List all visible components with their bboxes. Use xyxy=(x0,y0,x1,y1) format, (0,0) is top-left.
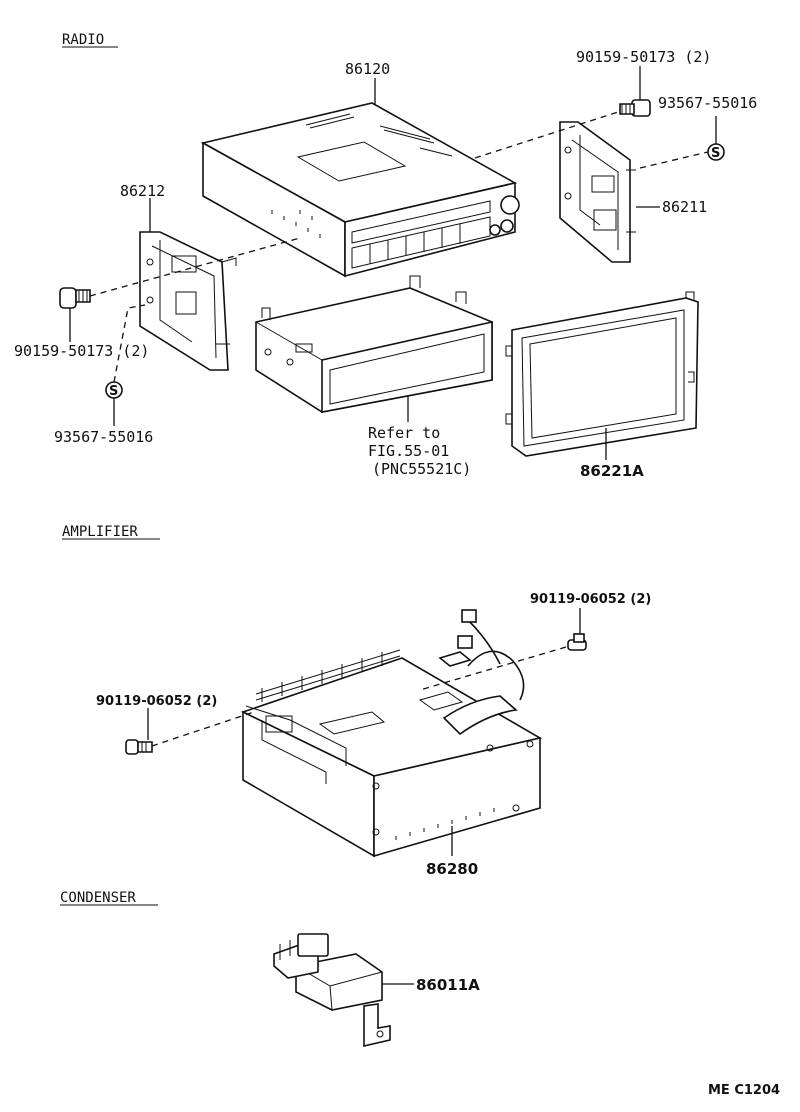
label-86011A: 86011A xyxy=(416,976,480,994)
refer-line-2: FIG.55-01 xyxy=(368,442,449,460)
dash-screw-to-amp-right xyxy=(419,646,567,691)
label-90159-left: 90159-50173 (2) xyxy=(14,342,149,360)
label-93567-top: 93567-55016 xyxy=(658,94,757,112)
label-90159-top: 90159-50173 (2) xyxy=(576,48,711,66)
label-86120: 86120 xyxy=(345,60,390,78)
washer-mark-left: S xyxy=(109,384,118,399)
screw-90119-left xyxy=(125,739,153,755)
pocket-tray xyxy=(255,275,493,413)
label-93567-left: 93567-55016 xyxy=(54,428,153,446)
label-90119-right: 90119-06052 (2) xyxy=(530,592,651,607)
dash-bracket-to-washer-top xyxy=(639,151,709,169)
dash-screw-to-amp-left xyxy=(151,711,255,747)
label-86211: 86211 xyxy=(662,198,707,216)
section-radio-title: RADIO xyxy=(62,32,104,48)
screw-90159-left xyxy=(59,287,91,309)
bracket-86212 xyxy=(139,231,237,371)
label-86221A: 86221A xyxy=(580,462,644,480)
dash-screw-to-radio-left xyxy=(89,237,301,297)
label-90119-left: 90119-06052 (2) xyxy=(96,694,217,709)
bracket-86211 xyxy=(559,121,636,263)
screw-90119-right xyxy=(567,633,587,651)
washer-mark-top: S xyxy=(711,146,720,161)
refer-line-3: (PNC55521C) xyxy=(372,460,471,478)
amplifier-86280 xyxy=(240,609,543,858)
label-86280: 86280 xyxy=(426,860,478,878)
dash-washer-to-bracket-left xyxy=(113,304,146,383)
refer-line-1: Refer to xyxy=(368,424,440,442)
dash-radio-to-screw-top xyxy=(474,111,619,159)
figure-code: ME C1204 xyxy=(708,1083,780,1098)
section-condenser-title: CONDENSER xyxy=(60,890,136,906)
screw-90159-top xyxy=(619,99,651,117)
section-amplifier-title: AMPLIFIER xyxy=(62,524,138,540)
label-86212: 86212 xyxy=(120,182,165,200)
condenser-86011A xyxy=(273,933,391,1048)
frame-86221A xyxy=(505,291,699,457)
radio-unit-86120 xyxy=(200,102,520,278)
